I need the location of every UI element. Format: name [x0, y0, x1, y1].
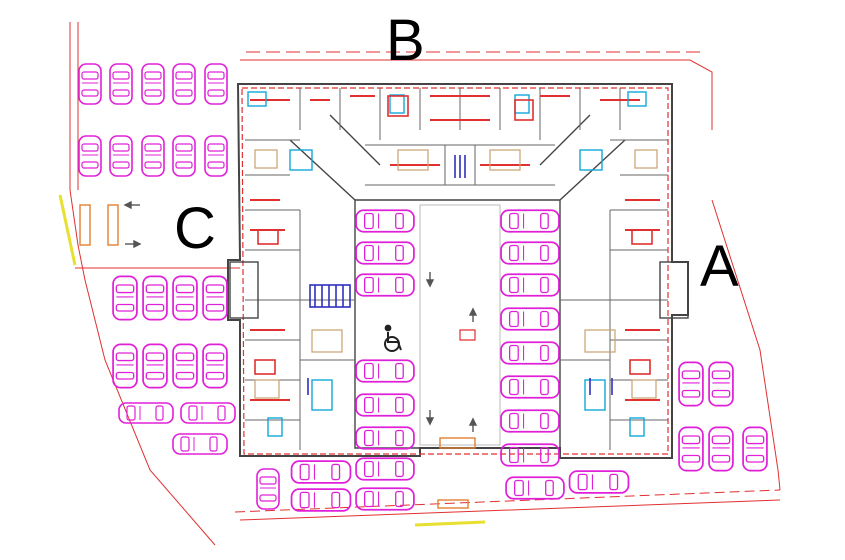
drive-arrows	[123, 200, 478, 432]
wheelchair-icon	[384, 324, 402, 352]
entrance-markers	[58, 194, 486, 527]
wing-label-b: B	[386, 8, 425, 73]
wing-label-c: C	[174, 196, 216, 261]
ramp-mark	[459, 329, 476, 341]
building	[227, 83, 689, 459]
wing-label-a: A	[700, 234, 739, 299]
parking-bays	[78, 63, 768, 512]
exit-bars	[79, 204, 476, 509]
site-boundary	[69, 22, 781, 546]
